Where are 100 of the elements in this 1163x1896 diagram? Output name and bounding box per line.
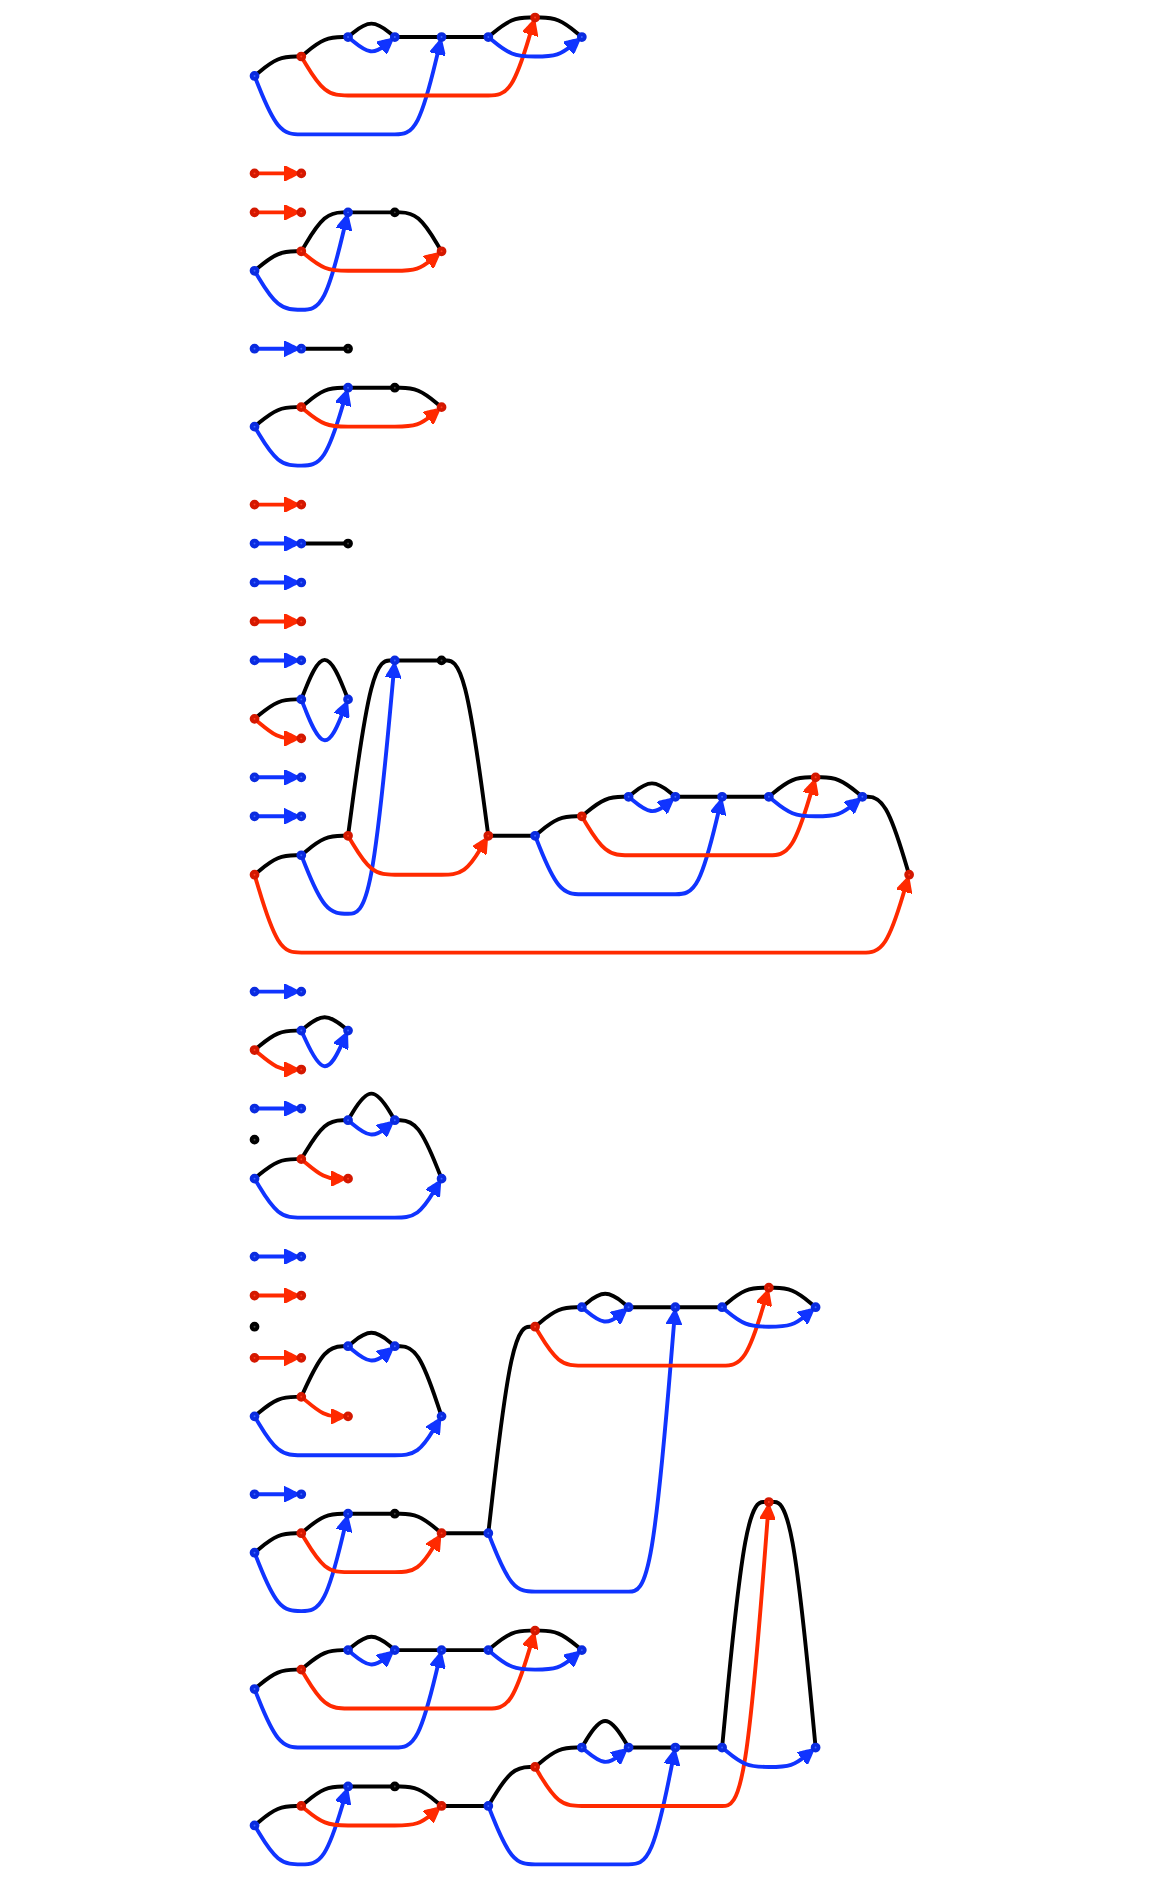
node-circle xyxy=(296,655,306,666)
connector xyxy=(346,658,393,835)
connector xyxy=(817,775,862,798)
connector xyxy=(301,1648,346,1670)
arrow xyxy=(533,797,727,897)
connector xyxy=(300,1344,346,1396)
node-circle xyxy=(342,1781,353,1792)
connector xyxy=(347,21,395,38)
arrow xyxy=(347,836,488,877)
connector xyxy=(254,249,299,272)
connector xyxy=(535,814,580,836)
node-circle xyxy=(436,246,447,257)
connector xyxy=(768,775,814,798)
connector xyxy=(254,405,299,427)
arrow xyxy=(347,1119,394,1139)
node-circle xyxy=(249,421,260,432)
connector xyxy=(581,1291,628,1308)
node-circle xyxy=(763,1497,774,1507)
node-circle xyxy=(296,1251,306,1262)
arrow xyxy=(256,164,300,182)
connector xyxy=(254,1667,299,1690)
arrow xyxy=(254,1049,300,1079)
connector xyxy=(535,1745,580,1768)
connector xyxy=(301,385,346,408)
node-circle xyxy=(436,1528,447,1539)
node-circle xyxy=(296,577,306,588)
node-circle xyxy=(249,1489,260,1500)
node-circle xyxy=(296,694,306,705)
connector xyxy=(486,1324,533,1532)
node-circle xyxy=(296,1103,306,1114)
node-circle xyxy=(249,168,260,179)
arrow xyxy=(253,1787,351,1867)
node-circle xyxy=(342,1645,353,1655)
node-circle xyxy=(576,32,587,42)
node-circle xyxy=(670,1302,680,1313)
node-circle xyxy=(389,1781,400,1792)
arrow xyxy=(256,1248,300,1266)
node-circle xyxy=(249,1173,260,1184)
arrow xyxy=(299,700,350,743)
node-circle xyxy=(483,1645,493,1655)
arrow xyxy=(256,768,300,786)
connector xyxy=(535,1305,580,1327)
connector xyxy=(300,210,346,251)
node-circle xyxy=(436,32,447,42)
node-circle xyxy=(389,1508,400,1519)
node-circle xyxy=(296,811,306,822)
node-circle xyxy=(249,1045,260,1055)
connector xyxy=(396,658,440,663)
arrow xyxy=(768,796,862,819)
node-circle xyxy=(249,1411,260,1422)
node-circle xyxy=(296,1025,306,1036)
node-circle xyxy=(249,499,260,510)
arrow xyxy=(534,1288,772,1368)
node-circle xyxy=(342,207,353,218)
node-circle xyxy=(810,772,821,783)
node-circle xyxy=(716,1742,727,1753)
connector xyxy=(347,1091,396,1120)
node-circle xyxy=(296,246,306,257)
node-circle xyxy=(670,791,680,802)
node-circle xyxy=(389,655,400,666)
arrow xyxy=(256,1349,300,1367)
connector xyxy=(396,35,440,39)
node-circle xyxy=(623,791,634,802)
node-circle xyxy=(389,207,400,218)
node-circle xyxy=(576,1645,587,1655)
connector xyxy=(299,657,349,699)
arrow xyxy=(486,1308,683,1594)
arrow xyxy=(722,1306,815,1329)
node-circle xyxy=(249,538,260,549)
node-circle xyxy=(389,1645,400,1655)
node-circle xyxy=(249,655,260,666)
connector xyxy=(347,1634,395,1651)
node-circle xyxy=(903,869,914,880)
arrow xyxy=(300,1533,441,1575)
node-circle xyxy=(342,694,353,705)
connector xyxy=(396,1344,443,1416)
node-circle xyxy=(342,343,353,354)
node-circle xyxy=(249,1684,260,1694)
node-circle xyxy=(296,51,306,62)
node-circle xyxy=(763,1282,774,1293)
arrow xyxy=(253,1417,441,1458)
node-circle xyxy=(296,616,306,627)
node-circle xyxy=(342,830,353,841)
node-circle xyxy=(342,32,353,42)
arrow xyxy=(488,36,581,59)
node-circle xyxy=(296,772,306,783)
node-circle xyxy=(342,382,353,393)
arrow xyxy=(628,796,675,815)
node-circle xyxy=(249,772,260,783)
node-circle xyxy=(763,791,774,802)
node-circle xyxy=(249,986,260,997)
node-circle xyxy=(483,1528,493,1539)
connector xyxy=(301,1511,346,1534)
node-circle xyxy=(436,1173,447,1184)
node-circle xyxy=(389,1115,400,1126)
connector xyxy=(580,1719,629,1747)
arrow xyxy=(253,38,446,137)
connector xyxy=(630,1745,674,1750)
connector xyxy=(301,833,346,856)
node-circle xyxy=(529,1625,540,1636)
